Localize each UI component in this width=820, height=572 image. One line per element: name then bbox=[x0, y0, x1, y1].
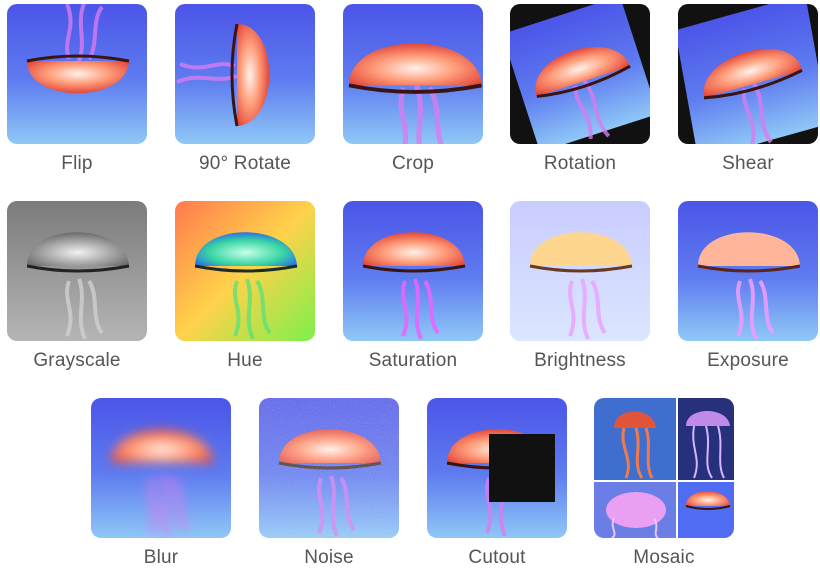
tile-label: Grayscale bbox=[33, 350, 121, 371]
tile-label: Hue bbox=[227, 350, 263, 371]
tile-label: Rotation bbox=[543, 153, 617, 174]
shear-thumbnail bbox=[678, 4, 818, 144]
tile-label: Exposure bbox=[707, 350, 789, 371]
rotate90-thumbnail bbox=[175, 4, 315, 144]
tile-brightness[interactable]: Brightness bbox=[510, 201, 650, 372]
exposure-thumbnail bbox=[678, 201, 818, 341]
tile-label: 90° Rotate bbox=[199, 153, 291, 174]
tile-label: Cutout bbox=[468, 547, 526, 568]
saturation-thumbnail bbox=[343, 201, 483, 341]
tile-label: Saturation bbox=[368, 350, 458, 371]
grayscale-thumbnail bbox=[7, 201, 147, 341]
tile-shear[interactable]: Shear bbox=[678, 4, 818, 175]
tile-exposure[interactable]: Exposure bbox=[678, 201, 818, 372]
tile-hue[interactable]: Hue bbox=[175, 201, 315, 372]
tile-grayscale[interactable]: Grayscale bbox=[7, 201, 147, 372]
mosaic-thumbnail bbox=[594, 398, 734, 538]
cutout-thumbnail bbox=[427, 398, 567, 538]
tile-rotation[interactable]: Rotation bbox=[510, 4, 650, 175]
tile-flip[interactable]: Flip bbox=[7, 4, 147, 175]
tile-label: Blur bbox=[143, 547, 179, 568]
rotation-thumbnail bbox=[510, 4, 650, 144]
tile-crop[interactable]: Crop bbox=[343, 4, 483, 175]
brightness-thumbnail bbox=[510, 201, 650, 341]
tile-rotate90[interactable]: 90° Rotate bbox=[175, 4, 315, 175]
flip-thumbnail bbox=[7, 4, 147, 144]
noise-thumbnail bbox=[259, 398, 399, 538]
cutout-mask bbox=[489, 434, 555, 502]
tile-label: Crop bbox=[392, 153, 434, 174]
tile-cutout[interactable]: Cutout bbox=[427, 398, 567, 569]
tile-label: Shear bbox=[722, 153, 774, 174]
tile-mosaic[interactable]: Mosaic bbox=[594, 398, 734, 569]
tile-label: Mosaic bbox=[633, 547, 695, 568]
tile-label: Flip bbox=[61, 153, 93, 174]
crop-thumbnail bbox=[343, 4, 483, 144]
tile-label: Noise bbox=[304, 547, 354, 568]
blur-thumbnail bbox=[91, 398, 231, 538]
tile-blur[interactable]: Blur bbox=[91, 398, 231, 569]
tile-label: Brightness bbox=[534, 350, 626, 371]
tile-noise[interactable]: Noise bbox=[259, 398, 399, 569]
hue-thumbnail bbox=[175, 201, 315, 341]
tile-saturation[interactable]: Saturation bbox=[343, 201, 483, 372]
